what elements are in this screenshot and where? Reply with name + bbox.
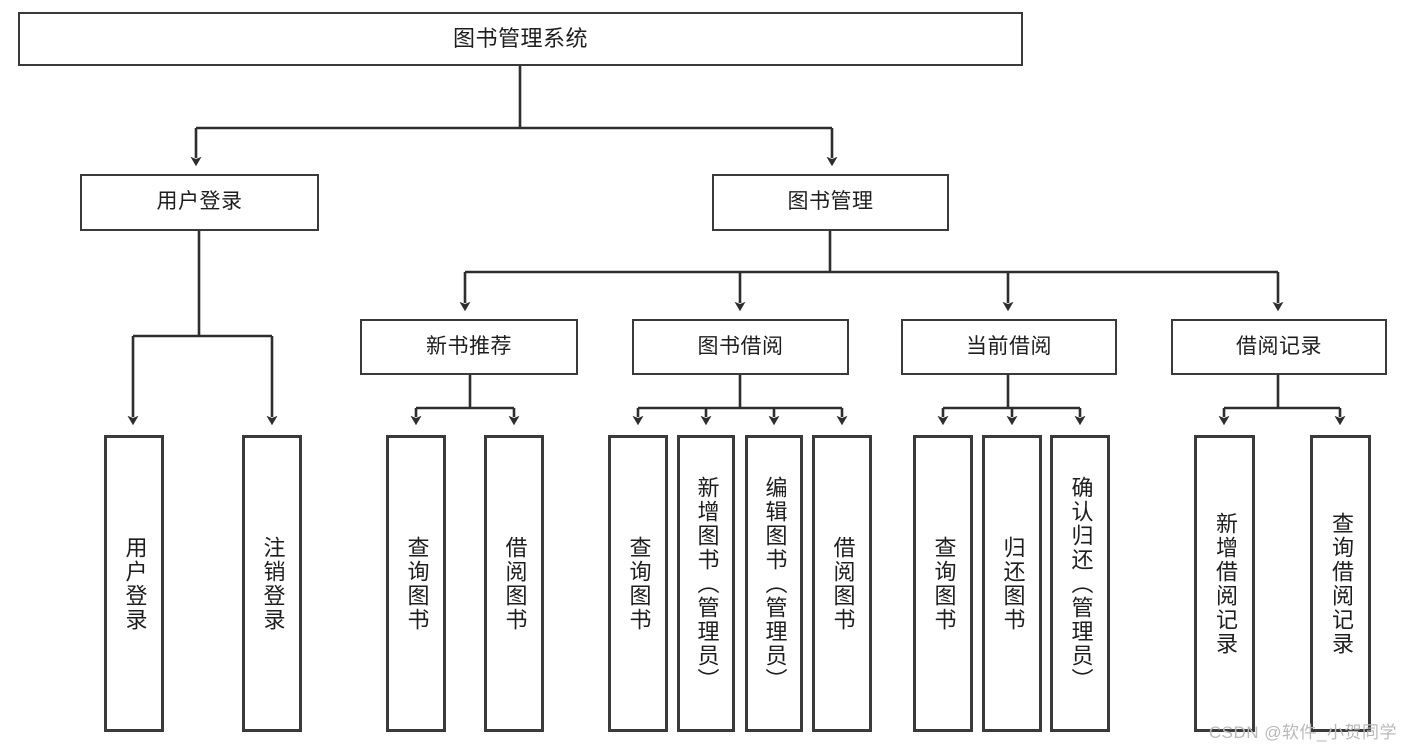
node-label: 图书管理 — [787, 190, 874, 214]
node-label: 借阅图书 — [830, 535, 856, 632]
node-borrow-record[interactable]: 借阅记录 — [1171, 319, 1387, 375]
leaf-query-book-current[interactable]: 查询图书 — [913, 435, 973, 732]
node-label: 借阅记录 — [1236, 334, 1322, 358]
node-label: 用户登录 — [122, 535, 148, 632]
node-label: 用户登录 — [156, 190, 243, 214]
leaf-add-borrow-record[interactable]: 新增借阅记录 — [1194, 435, 1255, 732]
node-label: 图书借阅 — [697, 334, 784, 358]
leaf-confirm-return-admin[interactable]: 确认归还（管理员） — [1050, 435, 1110, 732]
node-label: 查询图书 — [931, 535, 957, 632]
node-label: 确认归还（管理员） — [1068, 475, 1094, 692]
node-new-book-recommend[interactable]: 新书推荐 — [360, 319, 578, 375]
node-label: 注销登录 — [260, 535, 286, 632]
leaf-logout[interactable]: 注销登录 — [242, 435, 302, 732]
node-label: 查询图书 — [626, 535, 652, 632]
node-label: 查询图书 — [404, 535, 430, 632]
leaf-query-book-borrow[interactable]: 查询图书 — [608, 435, 668, 732]
node-label: 当前借阅 — [966, 334, 1052, 358]
leaf-edit-book-admin[interactable]: 编辑图书（管理员） — [745, 435, 803, 732]
leaf-add-book-admin[interactable]: 新增图书（管理员） — [677, 435, 735, 732]
node-label: 新增图书（管理员） — [694, 475, 720, 692]
watermark-text: CSDN @软件_小贺同学 — [1208, 723, 1397, 742]
node-book-borrow[interactable]: 图书借阅 — [632, 319, 849, 375]
node-user-login[interactable]: 用户登录 — [80, 174, 319, 231]
node-root-system[interactable]: 图书管理系统 — [18, 12, 1023, 66]
leaf-return-book[interactable]: 归还图书 — [982, 435, 1042, 732]
node-label: 查询借阅记录 — [1328, 511, 1354, 656]
node-book-management[interactable]: 图书管理 — [712, 174, 949, 231]
leaf-user-login[interactable]: 用户登录 — [104, 435, 164, 732]
leaf-query-borrow-record[interactable]: 查询借阅记录 — [1310, 435, 1371, 732]
leaf-query-book-recommend[interactable]: 查询图书 — [386, 435, 446, 732]
node-current-borrow[interactable]: 当前借阅 — [901, 319, 1117, 375]
node-label: 新增借阅记录 — [1212, 511, 1238, 656]
leaf-borrow-book[interactable]: 借阅图书 — [812, 435, 872, 732]
leaf-borrow-book-recommend[interactable]: 借阅图书 — [484, 435, 544, 732]
node-label: 借阅图书 — [502, 535, 528, 632]
node-label: 图书管理系统 — [452, 26, 588, 52]
node-label: 新书推荐 — [426, 334, 512, 358]
node-label: 归还图书 — [1000, 535, 1026, 632]
node-label: 编辑图书（管理员） — [762, 475, 788, 692]
